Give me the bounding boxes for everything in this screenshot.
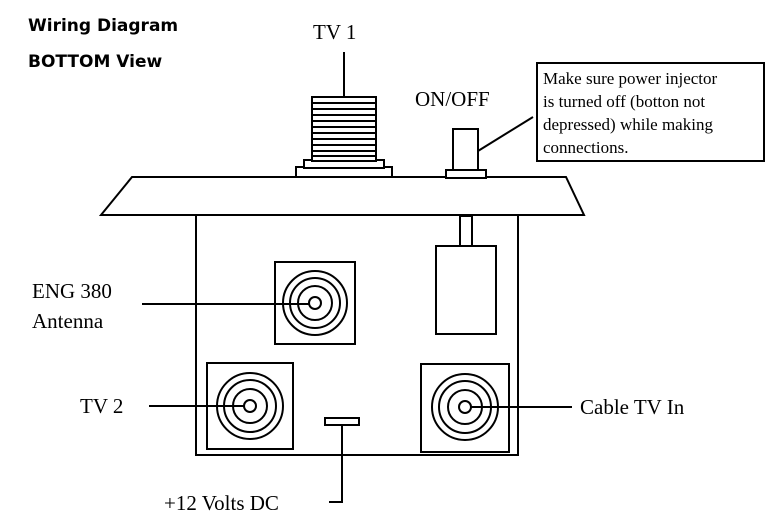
base-plate (98, 176, 586, 216)
diagram-title: Wiring Diagram (28, 16, 179, 36)
power-injector (435, 215, 497, 335)
tv1-label: TV 1 (313, 20, 356, 44)
note-line: Make sure power injector (543, 69, 718, 88)
power-leader (329, 425, 343, 503)
power-label: +12 Volts DC (164, 491, 279, 515)
note-line: connections. (543, 138, 628, 157)
note-box (536, 62, 765, 162)
switch-leader (477, 116, 534, 152)
diagram-subtitle: BOTTOM View (28, 52, 163, 72)
eng380-label-line1: ENG 380 (32, 279, 112, 303)
tv1-connector (295, 96, 393, 178)
note-line: is turned off (botton not (543, 92, 705, 111)
on-off-label: ON/OFF (415, 87, 490, 111)
power-terminal (324, 417, 360, 426)
on-off-switch (445, 128, 487, 179)
tv2-label: TV 2 (80, 394, 123, 418)
eng380-label-line2: Antenna (32, 309, 104, 333)
cable-tv-in-label: Cable TV In (580, 395, 685, 419)
note-line: depressed) while making (543, 115, 713, 134)
